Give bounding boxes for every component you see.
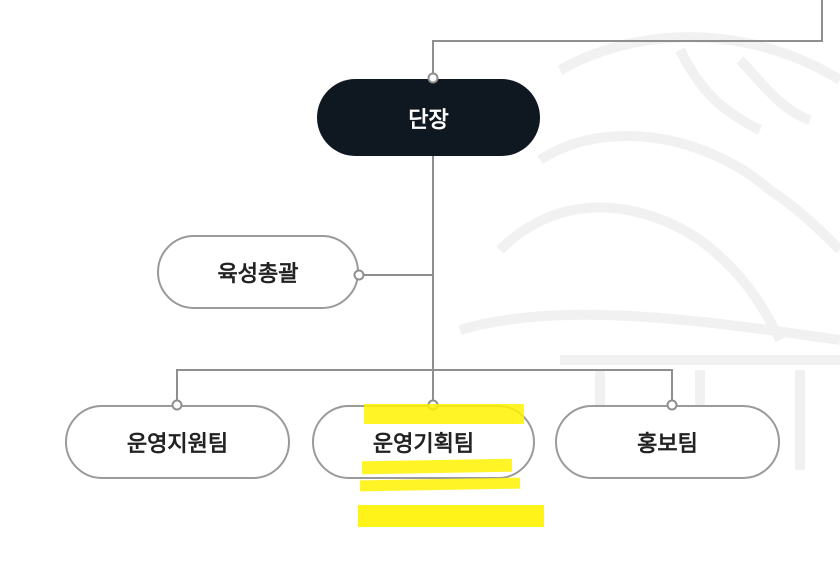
team-right-dot	[666, 399, 678, 411]
general-dot	[353, 269, 365, 281]
general-label: 육성총괄	[217, 262, 299, 287]
right-team-branch-line	[433, 369, 673, 405]
head-label: 단장	[408, 107, 449, 133]
left-team-branch-line	[176, 369, 433, 405]
team-left-dot	[171, 399, 183, 411]
head-top-dot	[427, 72, 439, 84]
team-label-ops-planning: 운영기획팀	[372, 432, 475, 457]
team-label-ops-support: 운영지원팀	[126, 432, 229, 457]
head-node[interactable]	[317, 79, 540, 156]
top-connector-line	[432, 0, 823, 78]
highlight-mark-top	[364, 404, 524, 424]
team-label-pr: 홍보팀	[637, 432, 698, 457]
highlight-mark-bottom	[358, 505, 544, 527]
